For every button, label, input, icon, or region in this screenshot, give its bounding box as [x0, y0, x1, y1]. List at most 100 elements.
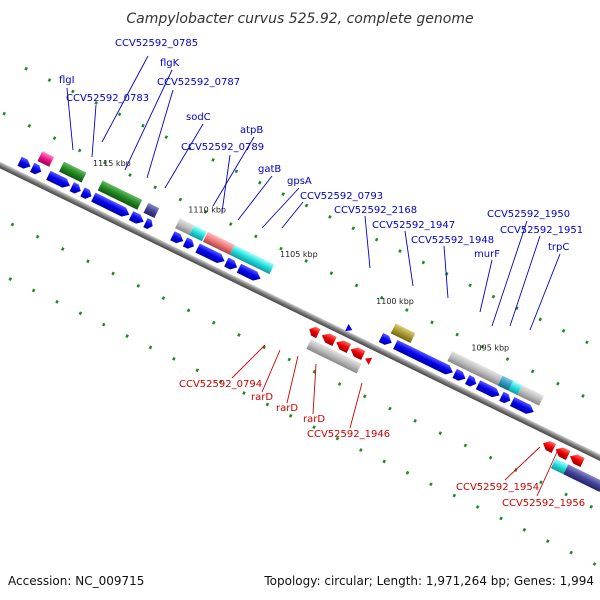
reverse-gene-arrow[interactable] — [334, 338, 352, 353]
forward-gene-arrow[interactable] — [69, 182, 83, 195]
forward-gene-arrow[interactable] — [393, 339, 455, 377]
forward-gene-arrow[interactable] — [465, 375, 478, 388]
forward-gene-label[interactable]: CCV52592_1947 — [372, 220, 455, 231]
reverse-gene-label[interactable]: CCV52592_1946 — [307, 429, 390, 440]
forward-gene-label[interactable]: murF — [474, 249, 500, 260]
tick-mark — [379, 295, 384, 300]
forward-gene-arrow[interactable] — [452, 368, 467, 383]
tick-mark — [351, 226, 356, 231]
feature-gray-rev[interactable] — [306, 339, 362, 374]
feature-indigo[interactable] — [143, 202, 160, 219]
label-callout-line — [286, 355, 299, 404]
feature-gray-1[interactable] — [175, 218, 195, 236]
forward-gene-label[interactable]: CCV52592_1948 — [411, 235, 494, 246]
forward-gene-label[interactable]: trpC — [548, 242, 569, 253]
forward-gene-label[interactable]: CCV52592_0789 — [181, 142, 264, 153]
reverse-gene-arrow[interactable] — [348, 345, 366, 361]
forward-gene-arrow[interactable] — [143, 218, 155, 230]
forward-gene-label[interactable]: sodC — [186, 112, 211, 123]
reverse-gene-label[interactable]: CCV52592_1954 — [456, 482, 539, 493]
forward-gene-arrow[interactable] — [236, 263, 263, 284]
forward-gene-arrow[interactable] — [195, 243, 226, 266]
feature-cyan-2[interactable] — [229, 244, 275, 275]
reverse-gene-label[interactable]: rarD — [276, 403, 298, 414]
forward-gene-arrow[interactable] — [499, 391, 512, 405]
reverse-gene-label[interactable]: CCV52592_1956 — [502, 498, 585, 509]
feature-green-flgi[interactable] — [59, 161, 87, 183]
tick-mark — [211, 320, 216, 325]
forward-gene-arrow[interactable] — [128, 211, 146, 226]
label-callout-line — [536, 451, 558, 497]
feature-cyan-rev[interactable] — [550, 458, 569, 475]
forward-gene-label[interactable]: CCV52592_1950 — [487, 209, 570, 220]
forward-gene-arrow[interactable] — [30, 162, 43, 176]
tick-mark — [335, 436, 340, 441]
tick-mark — [329, 271, 334, 276]
forward-gene-label[interactable]: CCV52592_1951 — [500, 225, 583, 236]
label-callout-line — [281, 201, 304, 229]
reverse-gene-label[interactable]: rarD — [303, 414, 325, 425]
feature-green-flgk[interactable] — [97, 180, 143, 210]
tick-mark — [362, 394, 367, 399]
feature-cyan-1[interactable] — [189, 225, 207, 242]
reverse-gene-arrow[interactable] — [568, 452, 585, 467]
tick-mark — [374, 237, 379, 242]
forward-gene-label[interactable]: CCV52592_0783 — [66, 93, 149, 104]
label-callout-line — [443, 245, 449, 299]
tick-mark — [354, 283, 359, 288]
forward-gene-arrow[interactable] — [17, 156, 32, 171]
label-callout-line — [231, 344, 266, 379]
tick-mark — [153, 185, 157, 190]
forward-gene-label[interactable]: CCV52592_0785 — [115, 38, 198, 49]
forward-gene-label[interactable]: flgI — [59, 75, 75, 86]
forward-gene-arrow[interactable] — [475, 380, 502, 400]
tick-mark — [522, 527, 527, 532]
tick-rows — [2, 66, 597, 566]
tick-mark — [117, 112, 122, 117]
forward-gene-label[interactable]: atpB — [240, 125, 263, 136]
reverse-gene-arrow[interactable] — [320, 331, 337, 346]
forward-gene-label[interactable]: flgK — [160, 58, 180, 69]
reverse-gene-label[interactable]: rarD — [251, 392, 273, 403]
forward-gene-label[interactable]: CCV52592_2168 — [334, 205, 417, 216]
forward-gene-arrow[interactable] — [46, 170, 72, 191]
tick-mark — [237, 333, 241, 337]
forward-gene-arrow[interactable] — [378, 332, 394, 347]
reverse-gene-arrow[interactable] — [307, 325, 321, 339]
forward-gene-label[interactable]: gpsA — [287, 176, 312, 187]
reverse-gene-label[interactable]: CCV52592_0794 — [179, 379, 262, 390]
tick-mark — [2, 111, 6, 116]
forward-gene-arrow[interactable] — [91, 192, 131, 220]
feature-gray-2[interactable] — [447, 351, 503, 386]
forward-gene-arrow[interactable] — [182, 237, 196, 250]
reverse-gene-arrow[interactable] — [541, 439, 556, 453]
tick-mark — [186, 308, 191, 313]
scale-label: 1110 kbp — [188, 205, 226, 214]
forward-gene-label[interactable]: CCV52592_0787 — [157, 77, 240, 88]
feature-salmon[interactable] — [202, 231, 235, 255]
forward-gene-arrow[interactable] — [509, 396, 536, 417]
feature-gray-3[interactable] — [517, 385, 544, 406]
feature-indigo-rev[interactable] — [563, 464, 600, 492]
reverse-arrow-row — [307, 325, 585, 467]
feature-olive[interactable] — [390, 323, 416, 343]
forward-gene-label[interactable]: gatB — [258, 164, 281, 175]
feature-cyan-3[interactable] — [508, 380, 523, 396]
feature-magenta[interactable] — [37, 151, 55, 167]
map-title: Campylobacter curvus 525.92, complete ge… — [126, 11, 473, 27]
feature-teal[interactable] — [497, 375, 514, 391]
tick-mark — [71, 89, 75, 94]
tick-mark — [8, 277, 13, 281]
forward-gene-arrow[interactable] — [224, 257, 239, 272]
tick-mark — [52, 136, 57, 141]
tick-mark — [86, 259, 90, 264]
reverse-gene-arrow[interactable] — [553, 445, 571, 460]
tick-mark — [328, 214, 332, 219]
label-callout-line — [312, 363, 317, 415]
forward-gene-label[interactable]: CCV52592_0793 — [300, 191, 383, 202]
forward-gene-arrow[interactable] — [170, 231, 185, 245]
forward-gene-arrow[interactable] — [80, 187, 93, 200]
